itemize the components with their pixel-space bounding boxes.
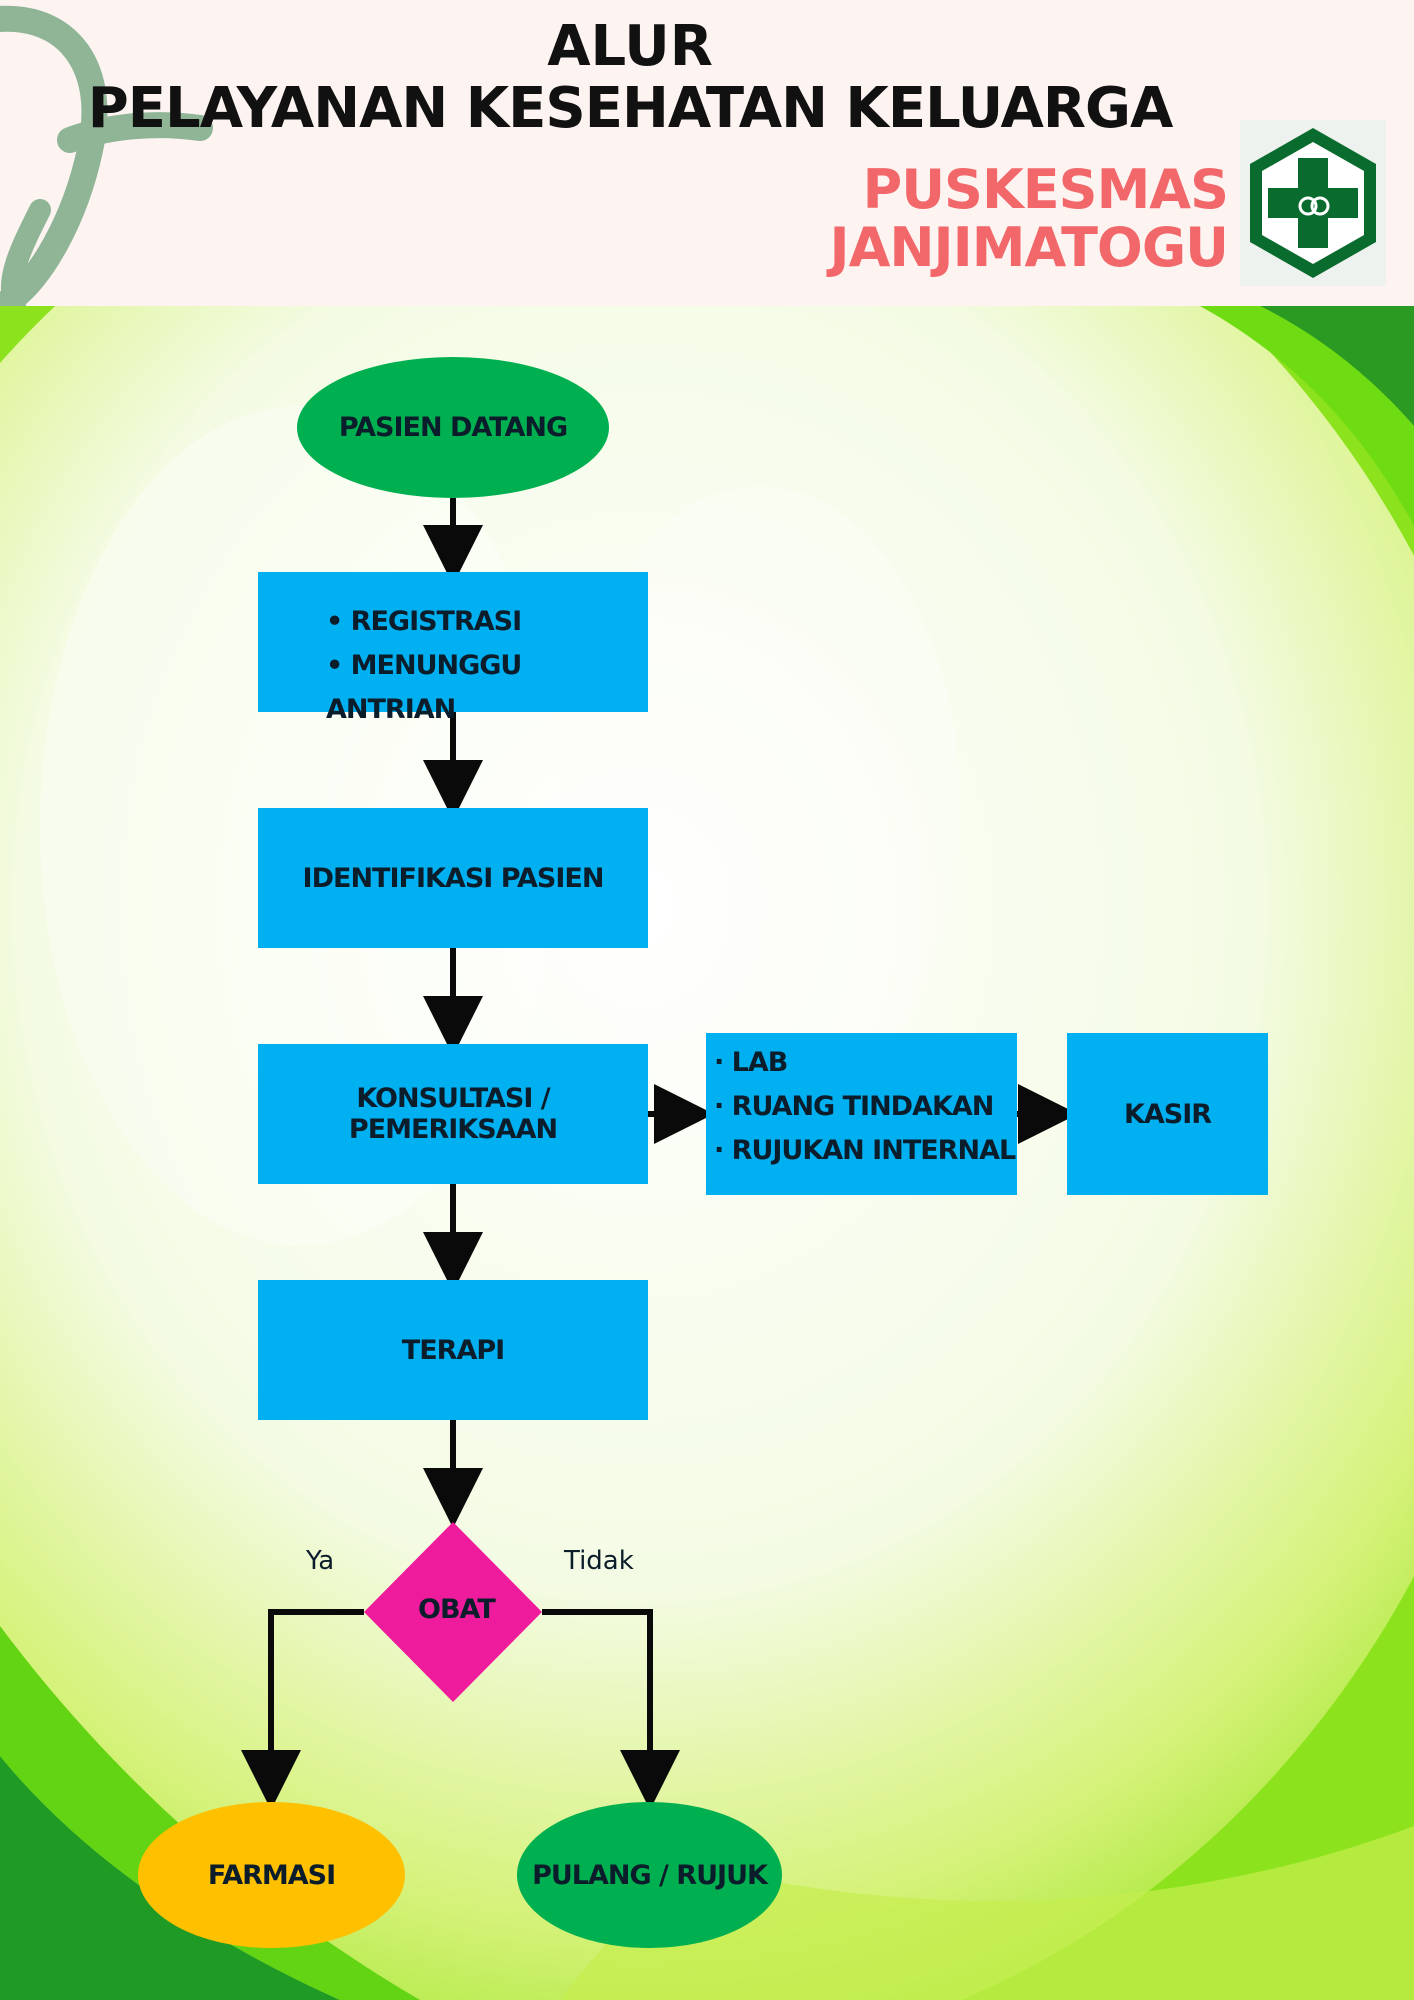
step-konsultasi-pemeriksaan: KONSULTASI / PEMERIKSAAN (258, 1044, 648, 1184)
title-line-1: ALUR (547, 14, 713, 79)
step-registrasi-item-1: • REGISTRASI (326, 606, 522, 637)
branch-ya-label: Ya (306, 1546, 335, 1576)
side-item-2: · RUANG TINDAKAN (714, 1091, 994, 1122)
step-lab-tindakan-rujukan: · LAB · RUANG TINDAKAN · RUJUKAN INTERNA… (706, 1033, 1017, 1195)
decision-obat-label: OBAT (418, 1594, 496, 1625)
step-registrasi: • REGISTRASI • MENUNGGU ANTRIAN (258, 572, 648, 725)
flowchart-area: PASIEN DATANG • REGISTRASI • MENUNGGU AN… (0, 306, 1414, 2000)
side-item-3: · RUJUKAN INTERNAL (714, 1135, 1016, 1166)
branch-tidak-label: Tidak (564, 1546, 634, 1576)
decorative-swirl (0, 5, 213, 306)
title-line-2: PELAYANAN KESEHATAN KELUARGA (87, 76, 1174, 141)
step-terapi: TERAPI (258, 1280, 648, 1420)
side-item-1: · LAB (714, 1047, 788, 1078)
end-pulang-rujuk: PULANG / RUJUK (517, 1802, 782, 1948)
puskesmas-logo-icon (1240, 120, 1386, 286)
header: ALUR PELAYANAN KESEHATAN KELUARGA PUSKES… (0, 0, 1414, 306)
step-identifikasi-pasien: IDENTIFIKASI PASIEN (258, 808, 648, 948)
step-kasir: KASIR (1067, 1033, 1268, 1195)
org-name-line-2: JANJIMATOGU (829, 216, 1229, 279)
org-name-line-1: PUSKESMAS (862, 158, 1229, 221)
step-registrasi-item-2: • MENUNGGU ANTRIAN (326, 650, 522, 725)
end-farmasi: FARMASI (138, 1802, 405, 1948)
start-pasien-datang: PASIEN DATANG (297, 357, 609, 498)
